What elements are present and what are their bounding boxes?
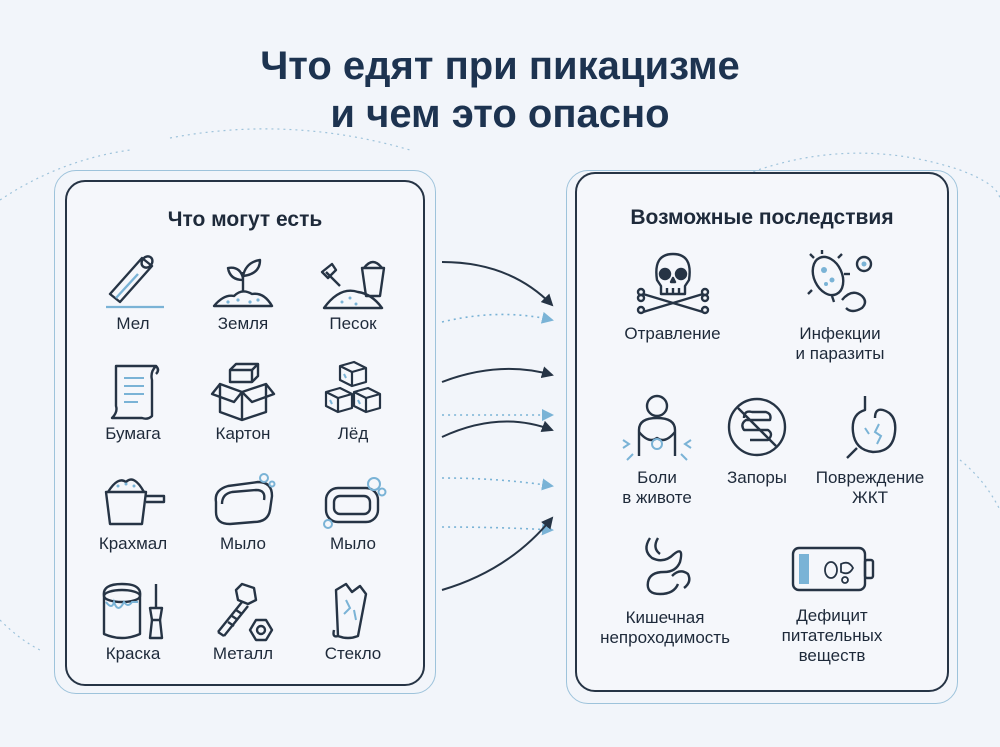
effect-poisoning: Отравление <box>600 250 745 344</box>
item-label: Мыло <box>220 534 266 553</box>
effect-nutrient-deficit: Дефицит питательных веществ <box>762 540 902 666</box>
item-label: Земля <box>217 314 269 333</box>
cardboard-box-icon <box>210 362 276 422</box>
effect-label: Повреждение ЖКТ <box>815 468 925 507</box>
left-panel-outline <box>54 170 436 694</box>
arrow-2 <box>441 311 554 324</box>
effect-infections: Инфекции и паразиты <box>770 250 910 364</box>
low-battery-nutrients-icon <box>791 546 875 592</box>
right-panel-title: Возможные последствия <box>630 206 894 229</box>
item-label: Лёд <box>337 424 369 443</box>
effect-gi-damage: Повреждение ЖКТ <box>805 392 935 508</box>
item-label: Картон <box>215 424 271 443</box>
stomach-pain-icon <box>622 394 692 461</box>
item-metal: Металл <box>188 580 298 664</box>
sand-bucket-icon <box>320 260 386 310</box>
item-label: Мыло <box>330 534 376 553</box>
blocked-intestine-icon <box>727 397 787 457</box>
item-soap-bubbles: Мыло <box>298 470 408 554</box>
arrow-5 <box>441 420 554 438</box>
arrow-3 <box>441 366 554 383</box>
effect-label: Отравление <box>624 324 721 343</box>
effect-label: Боли в животе <box>622 468 692 507</box>
skull-crossbones-icon <box>636 252 709 315</box>
item-soap-bar: Мыло <box>188 470 298 554</box>
right-panel-outline <box>566 170 958 704</box>
item-starch: Крахмал <box>78 470 188 554</box>
item-label: Мел <box>116 314 150 333</box>
item-label: Бумага <box>105 424 161 443</box>
arrow-8 <box>441 516 554 591</box>
ice-cubes-icon <box>324 360 382 414</box>
item-paper: Бумага <box>78 360 188 444</box>
soil-sprout-icon <box>212 258 274 308</box>
starch-scoop-icon <box>104 478 166 526</box>
item-label: Стекло <box>324 644 382 663</box>
arrow-7 <box>441 523 554 536</box>
item-cardboard: Картон <box>188 360 298 444</box>
effect-abdominal-pain: Боли в животе <box>592 392 722 508</box>
effect-constipation: Запоры <box>712 392 802 488</box>
page-title: Что едят при пикацизме и чем это опасно <box>0 42 1000 138</box>
item-glass: Стекло <box>298 580 408 664</box>
item-chalk: Мел <box>78 250 188 334</box>
item-sand: Песок <box>298 250 408 334</box>
item-label: Крахмал <box>98 534 168 553</box>
intestine-knot-icon <box>645 537 691 596</box>
item-label: Металл <box>212 644 274 663</box>
left-panel-title: Что могут есть <box>167 208 323 231</box>
title-line-2: и чем это опасно <box>330 92 670 136</box>
chalk-icon <box>106 255 164 309</box>
item-ice: Лёд <box>298 360 408 444</box>
title-line-1: Что едят при пикацизме <box>260 44 740 88</box>
effect-label: Дефицит питательных веществ <box>781 606 883 665</box>
effect-obstruction: Кишечная непроходимость <box>590 532 740 648</box>
item-paint: Краска <box>78 580 188 664</box>
damaged-stomach-icon <box>846 396 897 459</box>
effect-label: Кишечная непроходимость <box>600 608 730 647</box>
soap-bar-icon <box>214 473 276 526</box>
paint-can-brush-icon <box>102 582 164 640</box>
item-soil: Земля <box>188 250 298 334</box>
effect-label: Инфекции и паразиты <box>795 324 885 363</box>
broken-glass-icon <box>332 582 368 640</box>
arrow-1 <box>441 261 554 307</box>
effect-label: Запоры <box>726 468 788 487</box>
bacteria-worm-icon <box>807 250 873 313</box>
bolt-nut-icon <box>217 582 274 642</box>
item-label: Краска <box>105 644 161 663</box>
paper-scroll-icon <box>110 364 160 420</box>
item-label: Песок <box>329 314 377 333</box>
soap-bubbles-icon <box>323 477 387 529</box>
arrow-6 <box>441 477 554 491</box>
